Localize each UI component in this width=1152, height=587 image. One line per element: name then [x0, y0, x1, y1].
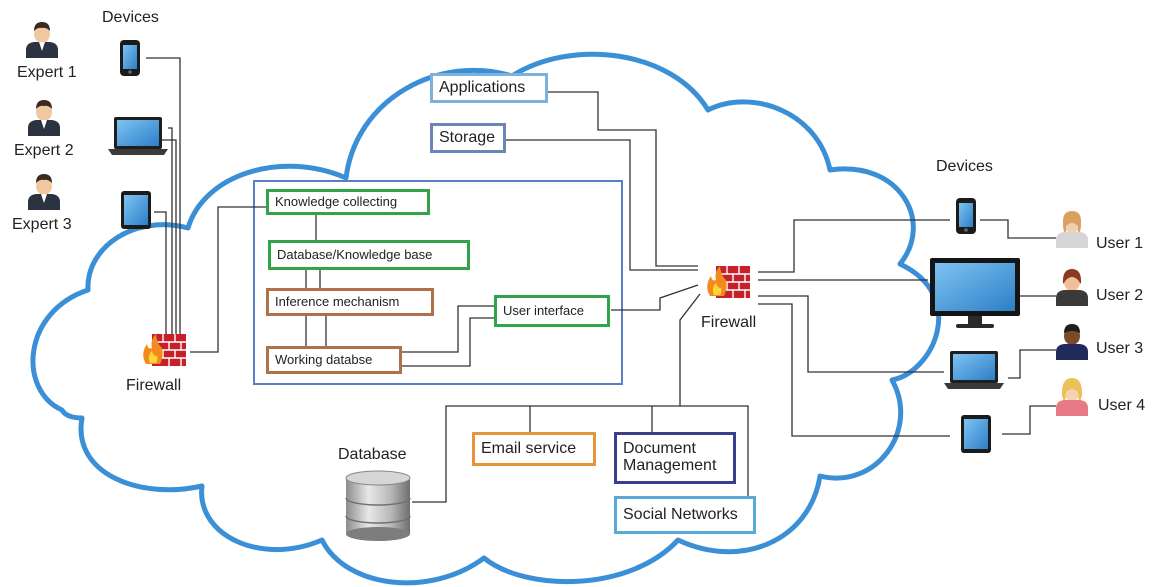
- storage-box: Storage: [430, 123, 506, 153]
- knowledge-base-box: Database/Knowledge base: [268, 240, 470, 270]
- person-icon: [1056, 269, 1088, 306]
- person-icon: [1056, 324, 1088, 360]
- knowledge-collecting-box: Knowledge collecting: [266, 189, 430, 215]
- document-management-line-1: Document: [623, 440, 696, 458]
- document-management-box: Document Management: [614, 432, 736, 484]
- user-3-label: User 3: [1096, 340, 1144, 357]
- person-icon: [28, 100, 60, 136]
- expert-system-frame: [253, 180, 623, 385]
- social-networks-box: Social Networks: [614, 496, 756, 534]
- person-icon: [1056, 378, 1088, 416]
- connectors: [146, 57, 1056, 503]
- user-2-label: User 2: [1096, 287, 1144, 304]
- document-management-line-2: Management: [623, 457, 717, 474]
- person-icon: [28, 174, 60, 210]
- expert-2-label: Expert 2: [14, 142, 74, 159]
- tablet-icon: [961, 415, 991, 453]
- inference-mechanism-box: Inference mechanism: [266, 288, 434, 316]
- devices-label-left: Devices: [102, 9, 159, 26]
- user-interface-box: User interface: [494, 295, 610, 327]
- database-label: Database: [338, 446, 407, 463]
- tablet-icon: [121, 191, 151, 229]
- working-database-box: Working databse: [266, 346, 402, 374]
- smartphone-icon: [956, 198, 976, 234]
- laptop-icon: [108, 117, 168, 155]
- database-icon: [345, 470, 411, 541]
- email-service-box: Email service: [472, 432, 596, 466]
- expert-1-label: Expert 1: [17, 64, 77, 81]
- firewall-label-right: Firewall: [701, 314, 757, 331]
- monitor-icon: [930, 258, 1020, 328]
- person-icon: [26, 22, 58, 58]
- firewall-label-left: Firewall: [126, 377, 182, 394]
- user-4-label: User 4: [1098, 397, 1146, 414]
- laptop-icon: [944, 351, 1004, 389]
- user-1-label: User 1: [1096, 235, 1144, 252]
- person-icon: [1056, 211, 1088, 248]
- devices-label-right: Devices: [936, 158, 993, 175]
- applications-box: Applications: [430, 73, 548, 103]
- expert-3-label: Expert 3: [12, 216, 72, 233]
- smartphone-icon: [120, 40, 140, 76]
